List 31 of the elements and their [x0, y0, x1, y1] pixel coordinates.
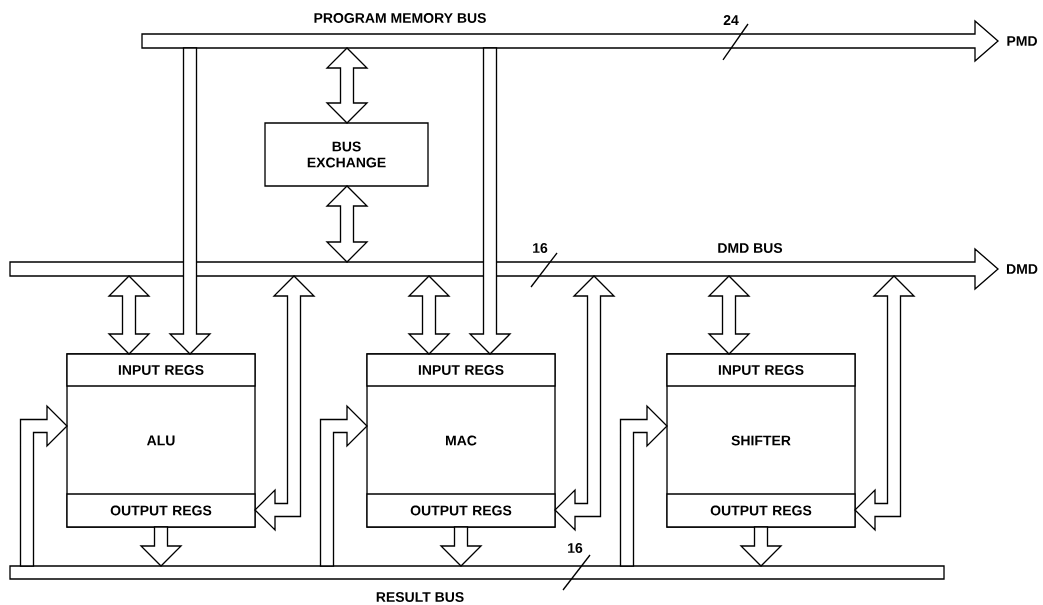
- data-path-arrow: [707, 275, 751, 355]
- bus-width-label: 16: [568, 543, 583, 553]
- data-path-arrow: [468, 47, 512, 355]
- data-path-arrow: [168, 47, 212, 355]
- bus-width-label: 24: [723, 15, 739, 25]
- data-path-arrow: [19, 404, 68, 567]
- register-section: OUTPUT REGS: [66, 493, 256, 528]
- data-path-arrow: [439, 526, 483, 567]
- register-section: INPUT REGS: [666, 353, 856, 387]
- bus-label: RESULT BUS: [376, 592, 464, 602]
- register-section: INPUT REGS: [66, 353, 256, 387]
- data-path-arrow: [325, 185, 369, 263]
- register-section: INPUT REGS: [366, 353, 556, 387]
- bus-width-label: 16: [533, 243, 548, 253]
- data-path-arrow: [619, 404, 668, 567]
- register-section: OUTPUT REGS: [366, 493, 556, 528]
- data-path-arrow: [854, 275, 916, 532]
- data-path-arrow: [107, 275, 151, 355]
- bus-end-label: DMD: [1007, 264, 1038, 274]
- bus-end-label: PMD: [1007, 36, 1037, 46]
- bus-label: DMD BUS: [718, 243, 783, 253]
- bus-label: PROGRAM MEMORY BUS: [314, 13, 486, 23]
- bus-exchange-box: BUS EXCHANGE: [264, 122, 429, 187]
- data-path-arrow: [554, 275, 616, 532]
- data-path-arrow: [254, 275, 316, 532]
- data-path-arrow: [407, 275, 451, 355]
- data-path-arrow: [139, 526, 183, 567]
- register-section: OUTPUT REGS: [666, 493, 856, 528]
- data-path-arrow: [319, 404, 368, 567]
- data-path-arrow: [325, 47, 369, 124]
- data-path-arrow: [739, 526, 783, 567]
